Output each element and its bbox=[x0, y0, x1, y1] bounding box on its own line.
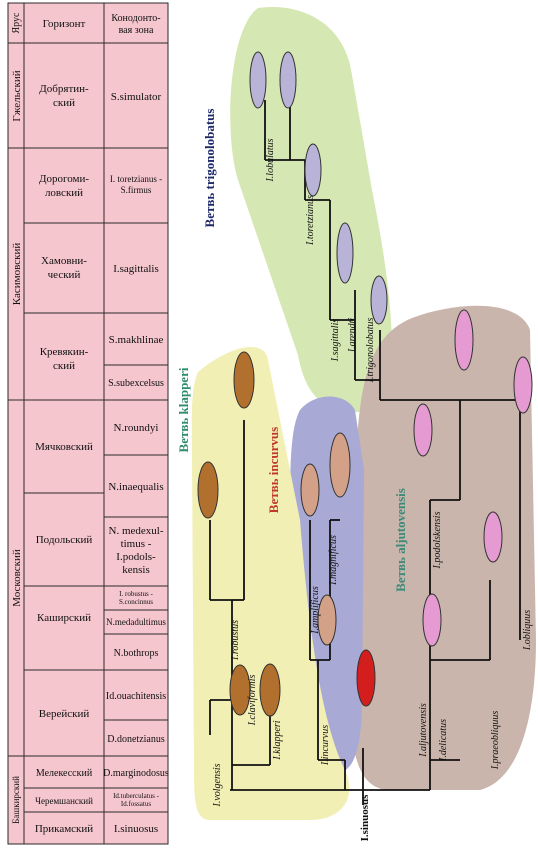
taxon-label-magnificus: I.magnificus bbox=[328, 535, 339, 586]
conodont-icon bbox=[305, 144, 321, 196]
branch-title-aljutovensis: Ветвь aljutovensis bbox=[393, 488, 408, 592]
conodont-icon bbox=[423, 594, 441, 646]
conodont-icon bbox=[337, 223, 353, 283]
taxon-label-obliquus: I.obliquus bbox=[522, 610, 533, 651]
conodont-icon bbox=[484, 512, 502, 562]
taxon-label-klapperi: I.klapperi bbox=[272, 720, 283, 760]
conodont-icon bbox=[280, 52, 296, 108]
conodont-icon bbox=[414, 404, 432, 456]
taxon-label-arendti: I.arendti bbox=[347, 318, 358, 354]
conodont-icon bbox=[330, 433, 350, 497]
taxon-label-volgensis: I.volgensis bbox=[212, 763, 223, 807]
taxon-label-delicatus: I.delicatus bbox=[438, 719, 449, 762]
taxon-label-sagittalis: I.sagittalis bbox=[330, 319, 341, 363]
conodont-icon bbox=[301, 464, 319, 516]
taxon-label-sinuosus: I.sinuosus bbox=[359, 794, 371, 842]
taxon-label-incurvus: I.incurvus bbox=[320, 725, 331, 766]
conodont-icon bbox=[260, 664, 280, 716]
branch-title-klapperi: Ветвь klapperi bbox=[176, 367, 191, 452]
branch-title-trigonolobatus: Ветвь trigonolobatus bbox=[202, 109, 217, 228]
conodont-icon bbox=[455, 310, 473, 370]
taxon-label-lobulatus: I.lobulatus bbox=[265, 138, 276, 182]
conodont-icon bbox=[250, 52, 266, 108]
branch-title-incurvus: Ветвь incurvus bbox=[266, 427, 281, 513]
taxon-label-praeobliquus: I.praeobliquus bbox=[490, 711, 501, 771]
conodont-icon bbox=[357, 650, 375, 706]
conodont-icon bbox=[371, 276, 387, 324]
taxon-label-podolskensis: I.podolskensis bbox=[432, 511, 443, 569]
conodont-icon bbox=[234, 352, 254, 408]
taxon-label-toretzianus: I.toretzianus bbox=[305, 195, 316, 246]
taxon-label-trigonolobatus: I.trigonolobatus bbox=[365, 318, 376, 384]
conodont-icon bbox=[514, 357, 532, 413]
taxon-label-claviformis: I.claviformis bbox=[247, 674, 258, 726]
conodont-icon bbox=[198, 462, 218, 518]
taxon-label-amplificus: I.amplificus bbox=[310, 586, 321, 635]
taxon-label-aljutovensis: I.aljutovensis bbox=[418, 703, 429, 758]
taxon-label-robustus: I.robustus bbox=[230, 620, 241, 661]
